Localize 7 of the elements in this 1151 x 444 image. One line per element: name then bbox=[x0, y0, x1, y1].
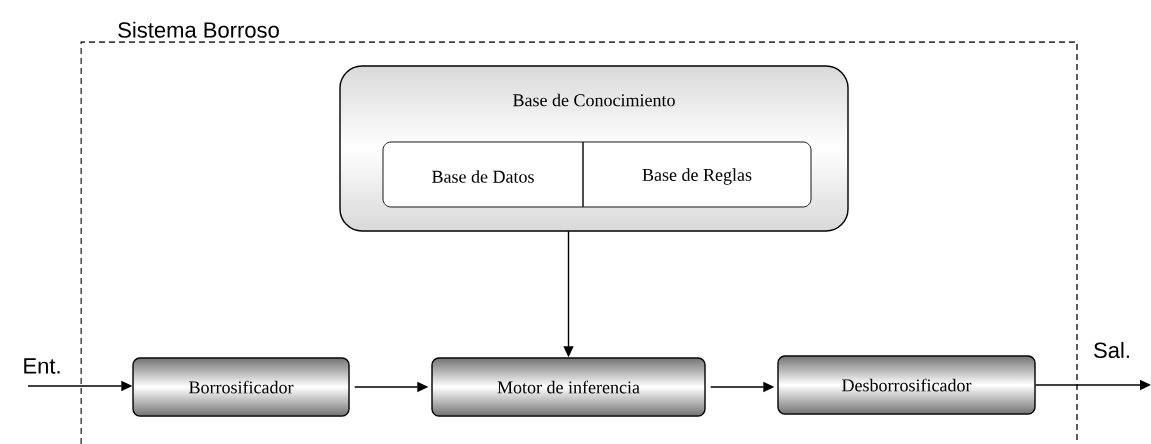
split-box-right: Base de Reglas bbox=[582, 141, 812, 208]
process-box: Borrosificador bbox=[132, 357, 350, 417]
process-box: Motor de inferencia bbox=[431, 357, 706, 417]
split-box-left: Base de Datos bbox=[382, 141, 584, 208]
process-box: Desborrosificador bbox=[777, 355, 1036, 415]
edge-label: Ent. bbox=[21, 357, 63, 375]
edge-label: Sal. bbox=[1092, 340, 1132, 360]
